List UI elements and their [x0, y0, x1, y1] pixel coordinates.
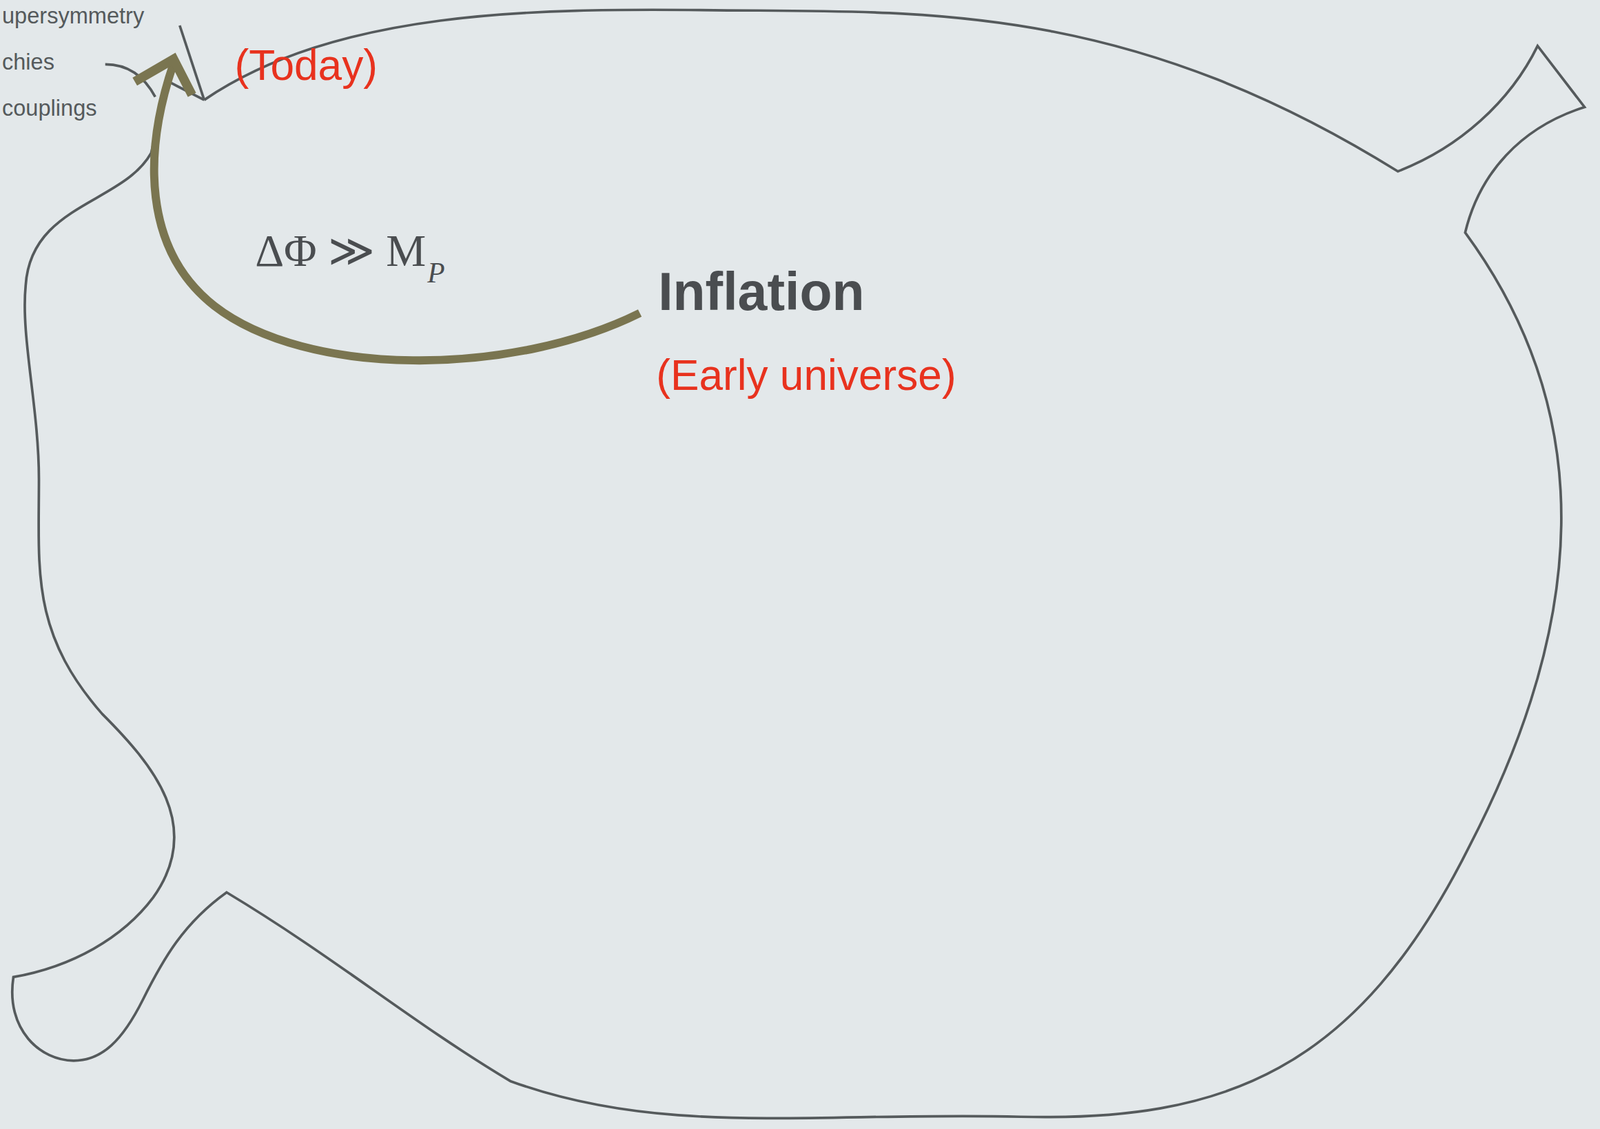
- annotation-text: couplings: [2, 97, 98, 120]
- formula-subscript: P: [427, 259, 445, 288]
- annotation-text: chies: [2, 50, 55, 74]
- arrow-head: [135, 59, 193, 96]
- landscape-outline: [12, 9, 1585, 1119]
- stage-title: Inflation: [658, 265, 865, 319]
- era-label: (Today): [234, 44, 378, 87]
- trajectory-arrow: [154, 63, 641, 361]
- field-range-formula: ΔΦ ≫ M: [254, 228, 426, 274]
- annotation-text: upersymmetry: [2, 4, 145, 28]
- era-label: (Early universe): [655, 354, 956, 397]
